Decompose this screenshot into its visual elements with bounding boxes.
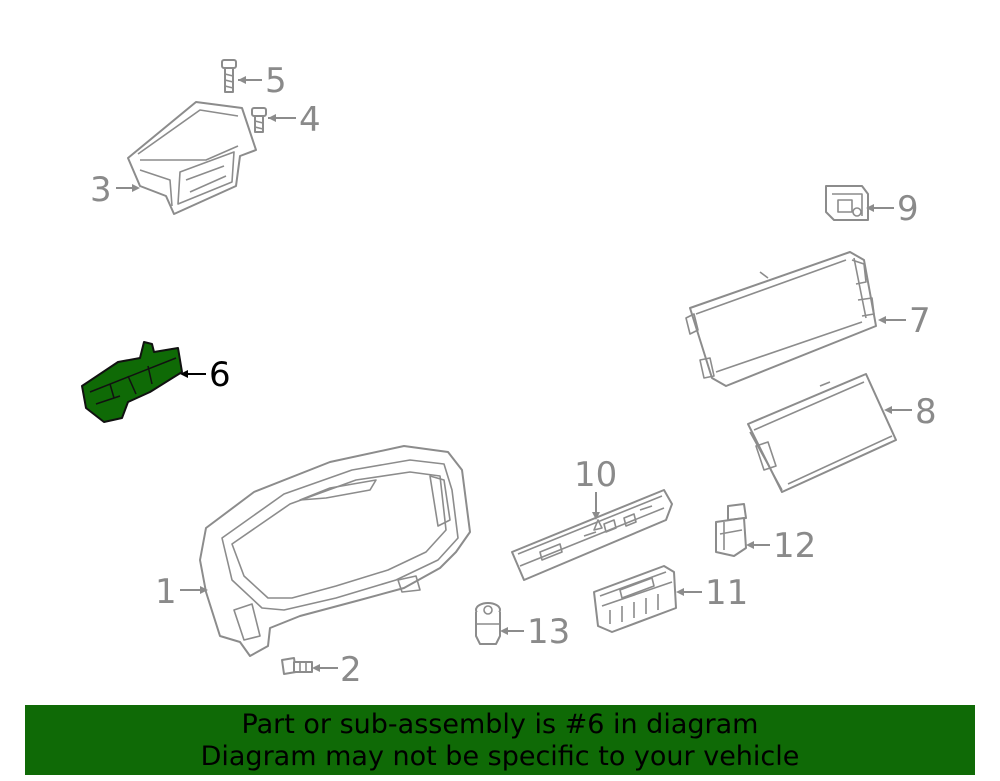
callout-13: 13 (500, 612, 570, 652)
part-3-hud-unit (127, 101, 257, 215)
callout-3: 3 (90, 170, 140, 210)
part-10-switch-panel (511, 489, 673, 581)
svg-text:12: 12 (773, 526, 816, 566)
part-5-screw (221, 59, 237, 93)
svg-text:5: 5 (265, 61, 287, 101)
svg-text:13: 13 (527, 612, 570, 652)
callout-12: 12 (746, 526, 816, 566)
callout-10: 10 (574, 455, 617, 520)
part-4-screw (251, 107, 267, 133)
callout-4: 4 (268, 100, 321, 140)
callout-6: 6 (180, 355, 231, 395)
svg-text:8: 8 (915, 392, 937, 432)
banner-line-2: Diagram may not be specific to your vehi… (200, 741, 800, 772)
part-2-bolt (281, 657, 313, 675)
svg-text:2: 2 (340, 650, 362, 690)
notice-banner: Part or sub-assembly is #6 in diagram Di… (25, 705, 975, 775)
callout-11: 11 (676, 573, 748, 613)
part-11-switch-module (593, 565, 677, 633)
part-6-module (81, 341, 183, 423)
svg-text:10: 10 (574, 455, 617, 495)
banner-line-1: Part or sub-assembly is #6 in diagram (241, 709, 759, 740)
callout-7: 7 (878, 301, 931, 341)
svg-text:3: 3 (90, 170, 112, 210)
part-8-screen (747, 373, 897, 493)
svg-text:9: 9 (897, 189, 919, 229)
part-9-switch (825, 185, 869, 221)
parts-diagram: 5 4 3 6 (81, 59, 937, 690)
callout-9: 9 (866, 189, 919, 229)
part-1-instrument-cluster (199, 445, 471, 657)
svg-text:6: 6 (209, 355, 231, 395)
part-12-knob (715, 503, 747, 557)
svg-text:1: 1 (155, 572, 177, 612)
svg-text:7: 7 (909, 301, 931, 341)
callout-1: 1 (155, 572, 208, 612)
callout-8: 8 (884, 392, 937, 432)
callout-2: 2 (312, 650, 362, 690)
svg-text:11: 11 (705, 573, 748, 613)
part-13-socket (475, 602, 501, 645)
svg-text:4: 4 (299, 100, 321, 140)
callout-5: 5 (238, 61, 287, 101)
part-7-display (685, 251, 877, 387)
